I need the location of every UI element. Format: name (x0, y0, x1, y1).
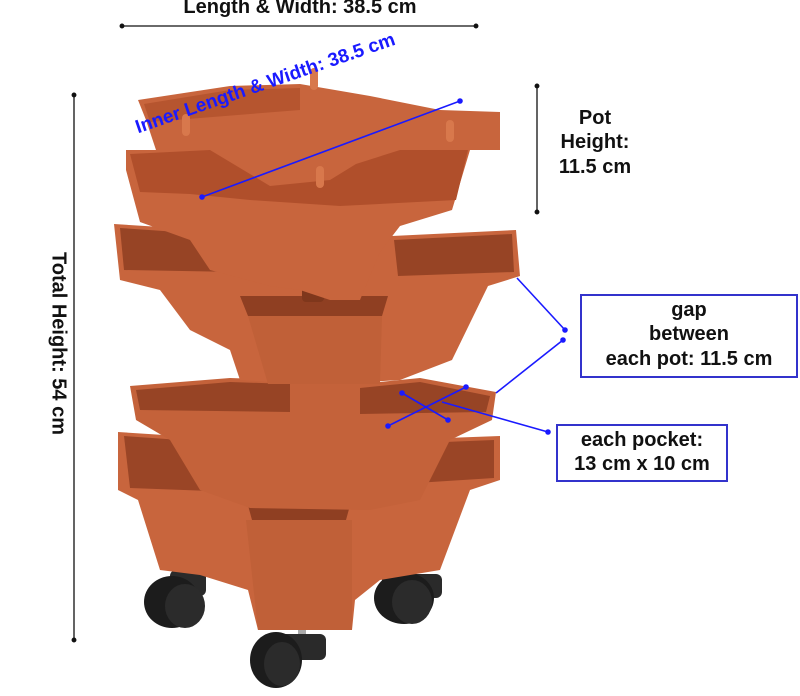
third-pot-tier (130, 378, 496, 510)
gap-between-pots-callout: gap between each pot: 11.5 cm (580, 294, 798, 378)
pocket-line1: each pocket: (580, 429, 704, 451)
pocket-size-callout: each pocket: 13 cm x 10 cm (556, 424, 728, 482)
pot-height-label: Pot Height: 11.5 cm (540, 106, 650, 179)
gap-line3: each pot: 11.5 cm (605, 347, 773, 370)
caster-wheels (144, 570, 442, 688)
dimension-lines (71, 23, 540, 643)
pot-height-line2: Height: (560, 131, 630, 154)
pocket-line2: 13 cm x 10 cm (574, 453, 710, 476)
gap-line1: gap (671, 299, 707, 321)
gap-line2: between (648, 323, 730, 346)
blue-annotation-lines (199, 98, 568, 435)
total-height-label: Total Height: 54 cm (47, 252, 70, 435)
pot-height-line1: Pot (578, 107, 612, 129)
pot-height-line3: 11.5 cm (558, 155, 632, 178)
length-width-label: Length & Width: 38.5 cm (183, 0, 417, 18)
